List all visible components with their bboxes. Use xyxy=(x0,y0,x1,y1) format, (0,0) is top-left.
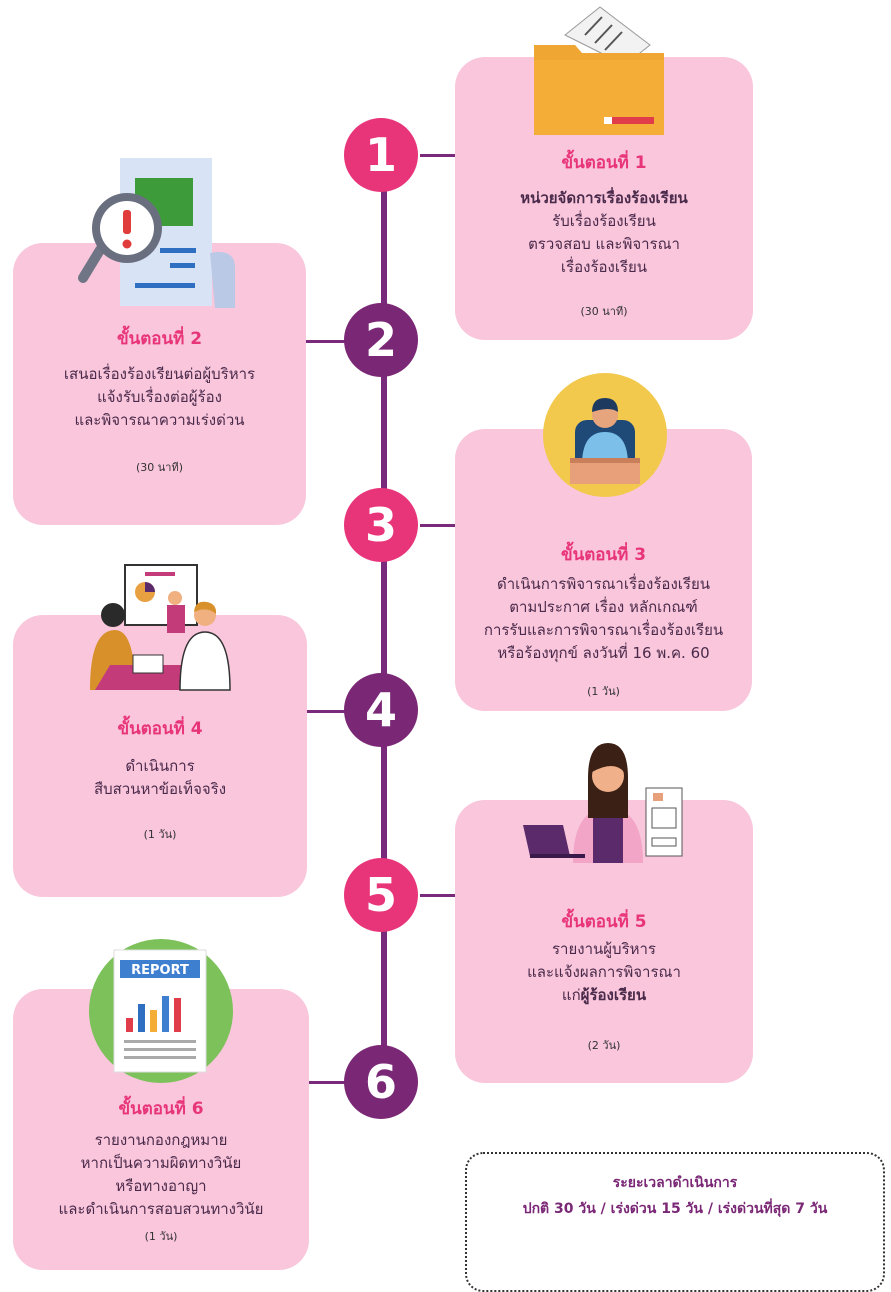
step-4-title: ขั้นตอนที่ 4 xyxy=(117,719,203,739)
step-2-number: 2 xyxy=(344,303,418,377)
magnifier-document-icon xyxy=(78,158,235,308)
step-3-line: หรือร้องทุกข์ ลงวันที่ 16 พ.ค. 60 xyxy=(497,644,710,662)
connector-3 xyxy=(420,524,460,527)
step-3-line: การรับและการพิจารณาเรื่องร้องเรียน xyxy=(483,621,724,639)
folder-icon xyxy=(534,6,664,135)
step-6-number: 6 xyxy=(344,1045,418,1119)
timeline-line xyxy=(381,160,387,1090)
step-1-bold-line: หน่วยจัดการเรื่องร้องเรียน xyxy=(520,189,688,207)
step-2-line: แจ้งรับเรื่องต่อผู้ร้อง xyxy=(97,388,222,406)
step-5-line-prefix: แก่ xyxy=(561,986,581,1004)
step-5-line: แก่ผู้ร้องเรียน xyxy=(455,984,753,1007)
step-4-duration: (1 วัน) xyxy=(143,828,177,841)
step-1-line: ตรวจสอบ และพิจารณา xyxy=(528,235,680,253)
connector-2 xyxy=(305,340,350,343)
step-6-title: ขั้นตอนที่ 6 xyxy=(118,1099,204,1119)
summary-heading: ระยะเวลาดำเนินการ xyxy=(612,1175,738,1191)
connector-4 xyxy=(305,710,350,713)
step-1-number: 1 xyxy=(344,118,418,192)
step-6-line: รายงานกองกฎหมาย xyxy=(94,1131,228,1149)
step-6-duration: (1 วัน) xyxy=(144,1230,178,1243)
step-2-line: และพิจารณาความเร่งด่วน xyxy=(74,411,245,429)
step-6-line: และดำเนินการสอบสวนทางวินัย xyxy=(58,1200,264,1218)
step-3-duration: (1 วัน) xyxy=(587,685,620,698)
summary-box: ระยะเวลาดำเนินการ ปกติ 30 วัน / เร่งด่วน… xyxy=(465,1152,885,1292)
step-1-title: ขั้นตอนที่ 1 xyxy=(561,153,647,173)
meeting-presentation-icon xyxy=(90,564,231,691)
step-2-duration: (30 นาที) xyxy=(135,461,184,474)
step-3-card: ขั้นตอนที่ 3 ดำเนินการพิจารณาเรื่องร้องเ… xyxy=(455,429,752,711)
step-4-line: ดำเนินการ xyxy=(125,757,195,775)
step-3-title: ขั้นตอนที่ 3 xyxy=(560,545,647,565)
step-6-line: หรือทางอาญา xyxy=(115,1177,207,1195)
step-5-line: รายงานผู้บริหาร xyxy=(551,940,656,958)
step-6-line: หากเป็นความผิดทางวินัย xyxy=(80,1154,242,1172)
presenter-woman-icon xyxy=(523,743,683,863)
step-5-duration: (2 วัน) xyxy=(587,1039,621,1052)
connector-5 xyxy=(420,894,460,897)
step-5-number: 5 xyxy=(344,858,418,932)
step-1-duration: (30 นาที) xyxy=(580,305,628,318)
step-2-line: เสนอเรื่องร้องเรียนต่อผู้บริหาร xyxy=(63,365,256,383)
step-4-line: สืบสวนหาข้อเท็จจริง xyxy=(93,780,227,798)
step-3-line: ดำเนินการพิจารณาเรื่องร้องเรียน xyxy=(497,575,710,593)
summary-text: ปกติ 30 วัน / เร่งด่วน 15 วัน / เร่งด่วน… xyxy=(522,1201,828,1217)
step-3-line: ตามประกาศ เรื่อง หลักเกณฑ์ xyxy=(509,598,698,616)
step-5-title: ขั้นตอนที่ 5 xyxy=(561,912,647,932)
step-5-line: และแจ้งผลการพิจารณา xyxy=(527,963,681,981)
step-1-line: รับเรื่องร้องเรียน xyxy=(552,212,656,230)
connector-6 xyxy=(305,1081,350,1084)
connector-1 xyxy=(420,154,460,157)
officer-desk-icon xyxy=(543,373,667,497)
report-icon: REPORT xyxy=(89,939,233,1083)
step-5-line-bold: ผู้ร้องเรียน xyxy=(580,986,647,1004)
step-4-number: 4 xyxy=(344,673,418,747)
step-2-title: ขั้นตอนที่ 2 xyxy=(116,329,203,349)
report-label: REPORT xyxy=(131,963,189,978)
step-3-number: 3 xyxy=(344,488,418,562)
step-1-line: เรื่องร้องเรียน xyxy=(560,258,648,276)
